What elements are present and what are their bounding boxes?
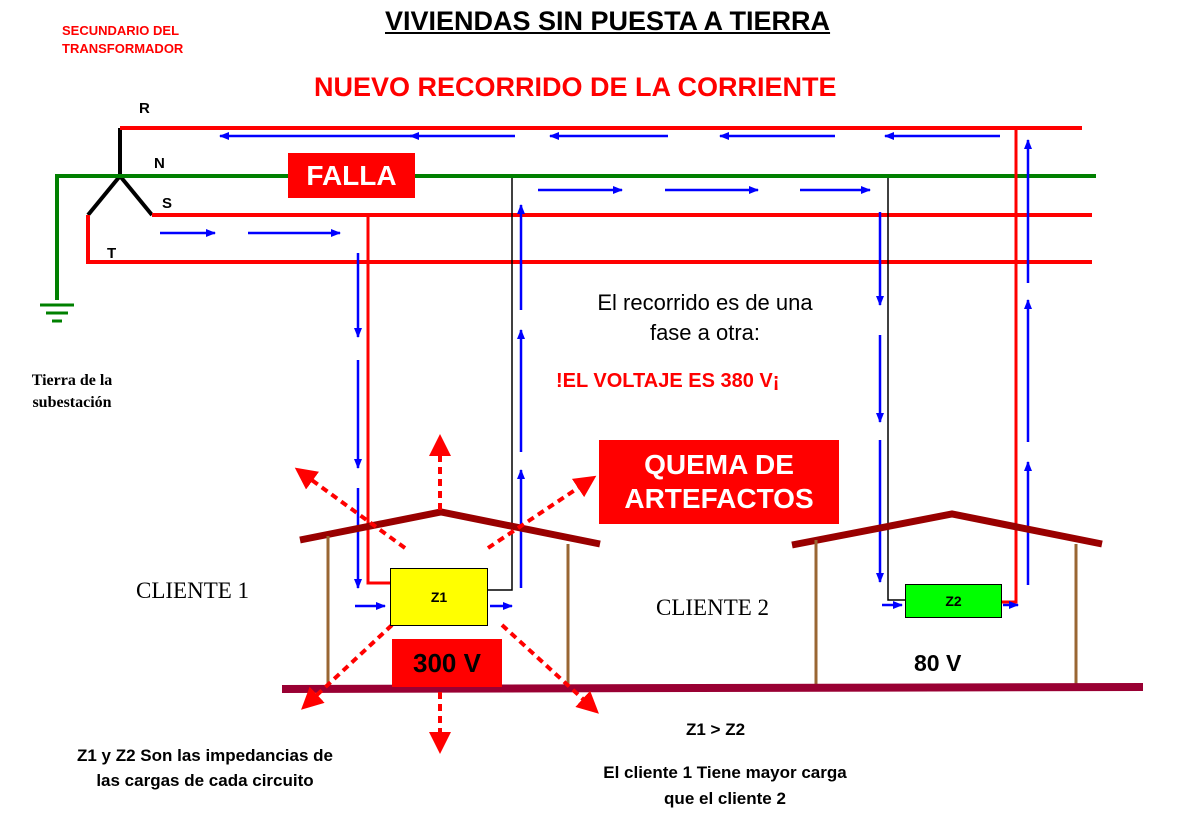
- client2-phase-wire: [1002, 128, 1018, 604]
- client2-house: [791, 510, 1103, 688]
- path-note: El recorrido es de una fase a otra:: [597, 290, 813, 345]
- neutral-label: N: [154, 155, 165, 172]
- load-note: El cliente 1 Tiene mayor carga que el cl…: [603, 763, 847, 808]
- ground-label: Tierra de la subestación: [31, 372, 113, 411]
- client2-label: CLIENTE 2: [656, 595, 770, 620]
- transformer-label: SECUNDARIO DEL TRANSFORMADOR: [62, 23, 184, 56]
- load-z2: Z2: [905, 584, 1002, 618]
- ground-bar: [281, 683, 1144, 693]
- client1-voltage-badge: 300 V: [392, 639, 502, 687]
- load-z1: Z1: [390, 568, 488, 626]
- client2-voltage: 80 V: [914, 650, 962, 676]
- phase-t-label: T: [107, 245, 117, 262]
- phase-t-line: [86, 215, 1092, 264]
- client1-return-wire: [488, 178, 513, 591]
- client1-label: CLIENTE 1: [136, 578, 250, 603]
- impedance-comparison: Z1 > Z2: [686, 720, 746, 739]
- client1-phase-drop: [366, 215, 390, 585]
- burn-burst-arrows: [294, 434, 599, 754]
- page-title: VIVIENDAS SIN PUESTA A TIERRA: [385, 6, 831, 36]
- current-flow-arrows: [160, 132, 1032, 610]
- transformer-symbol: [86, 128, 154, 217]
- client1-house: [299, 508, 601, 688]
- phase-r-label: R: [139, 100, 150, 117]
- page-subtitle: NUEVO RECORRIDO DE LA CORRIENTE: [314, 72, 837, 102]
- voltage-warning: !EL VOLTAJE ES 380 V¡: [556, 370, 780, 392]
- fault-badge: FALLA: [288, 153, 415, 198]
- impedance-note: Z1 y Z2 Son las impedancias de las carga…: [76, 746, 334, 790]
- phase-s-label: S: [162, 195, 173, 212]
- client2-return-wire: [887, 178, 905, 601]
- burn-warning-badge: QUEMA DE ARTEFACTOS: [599, 440, 839, 524]
